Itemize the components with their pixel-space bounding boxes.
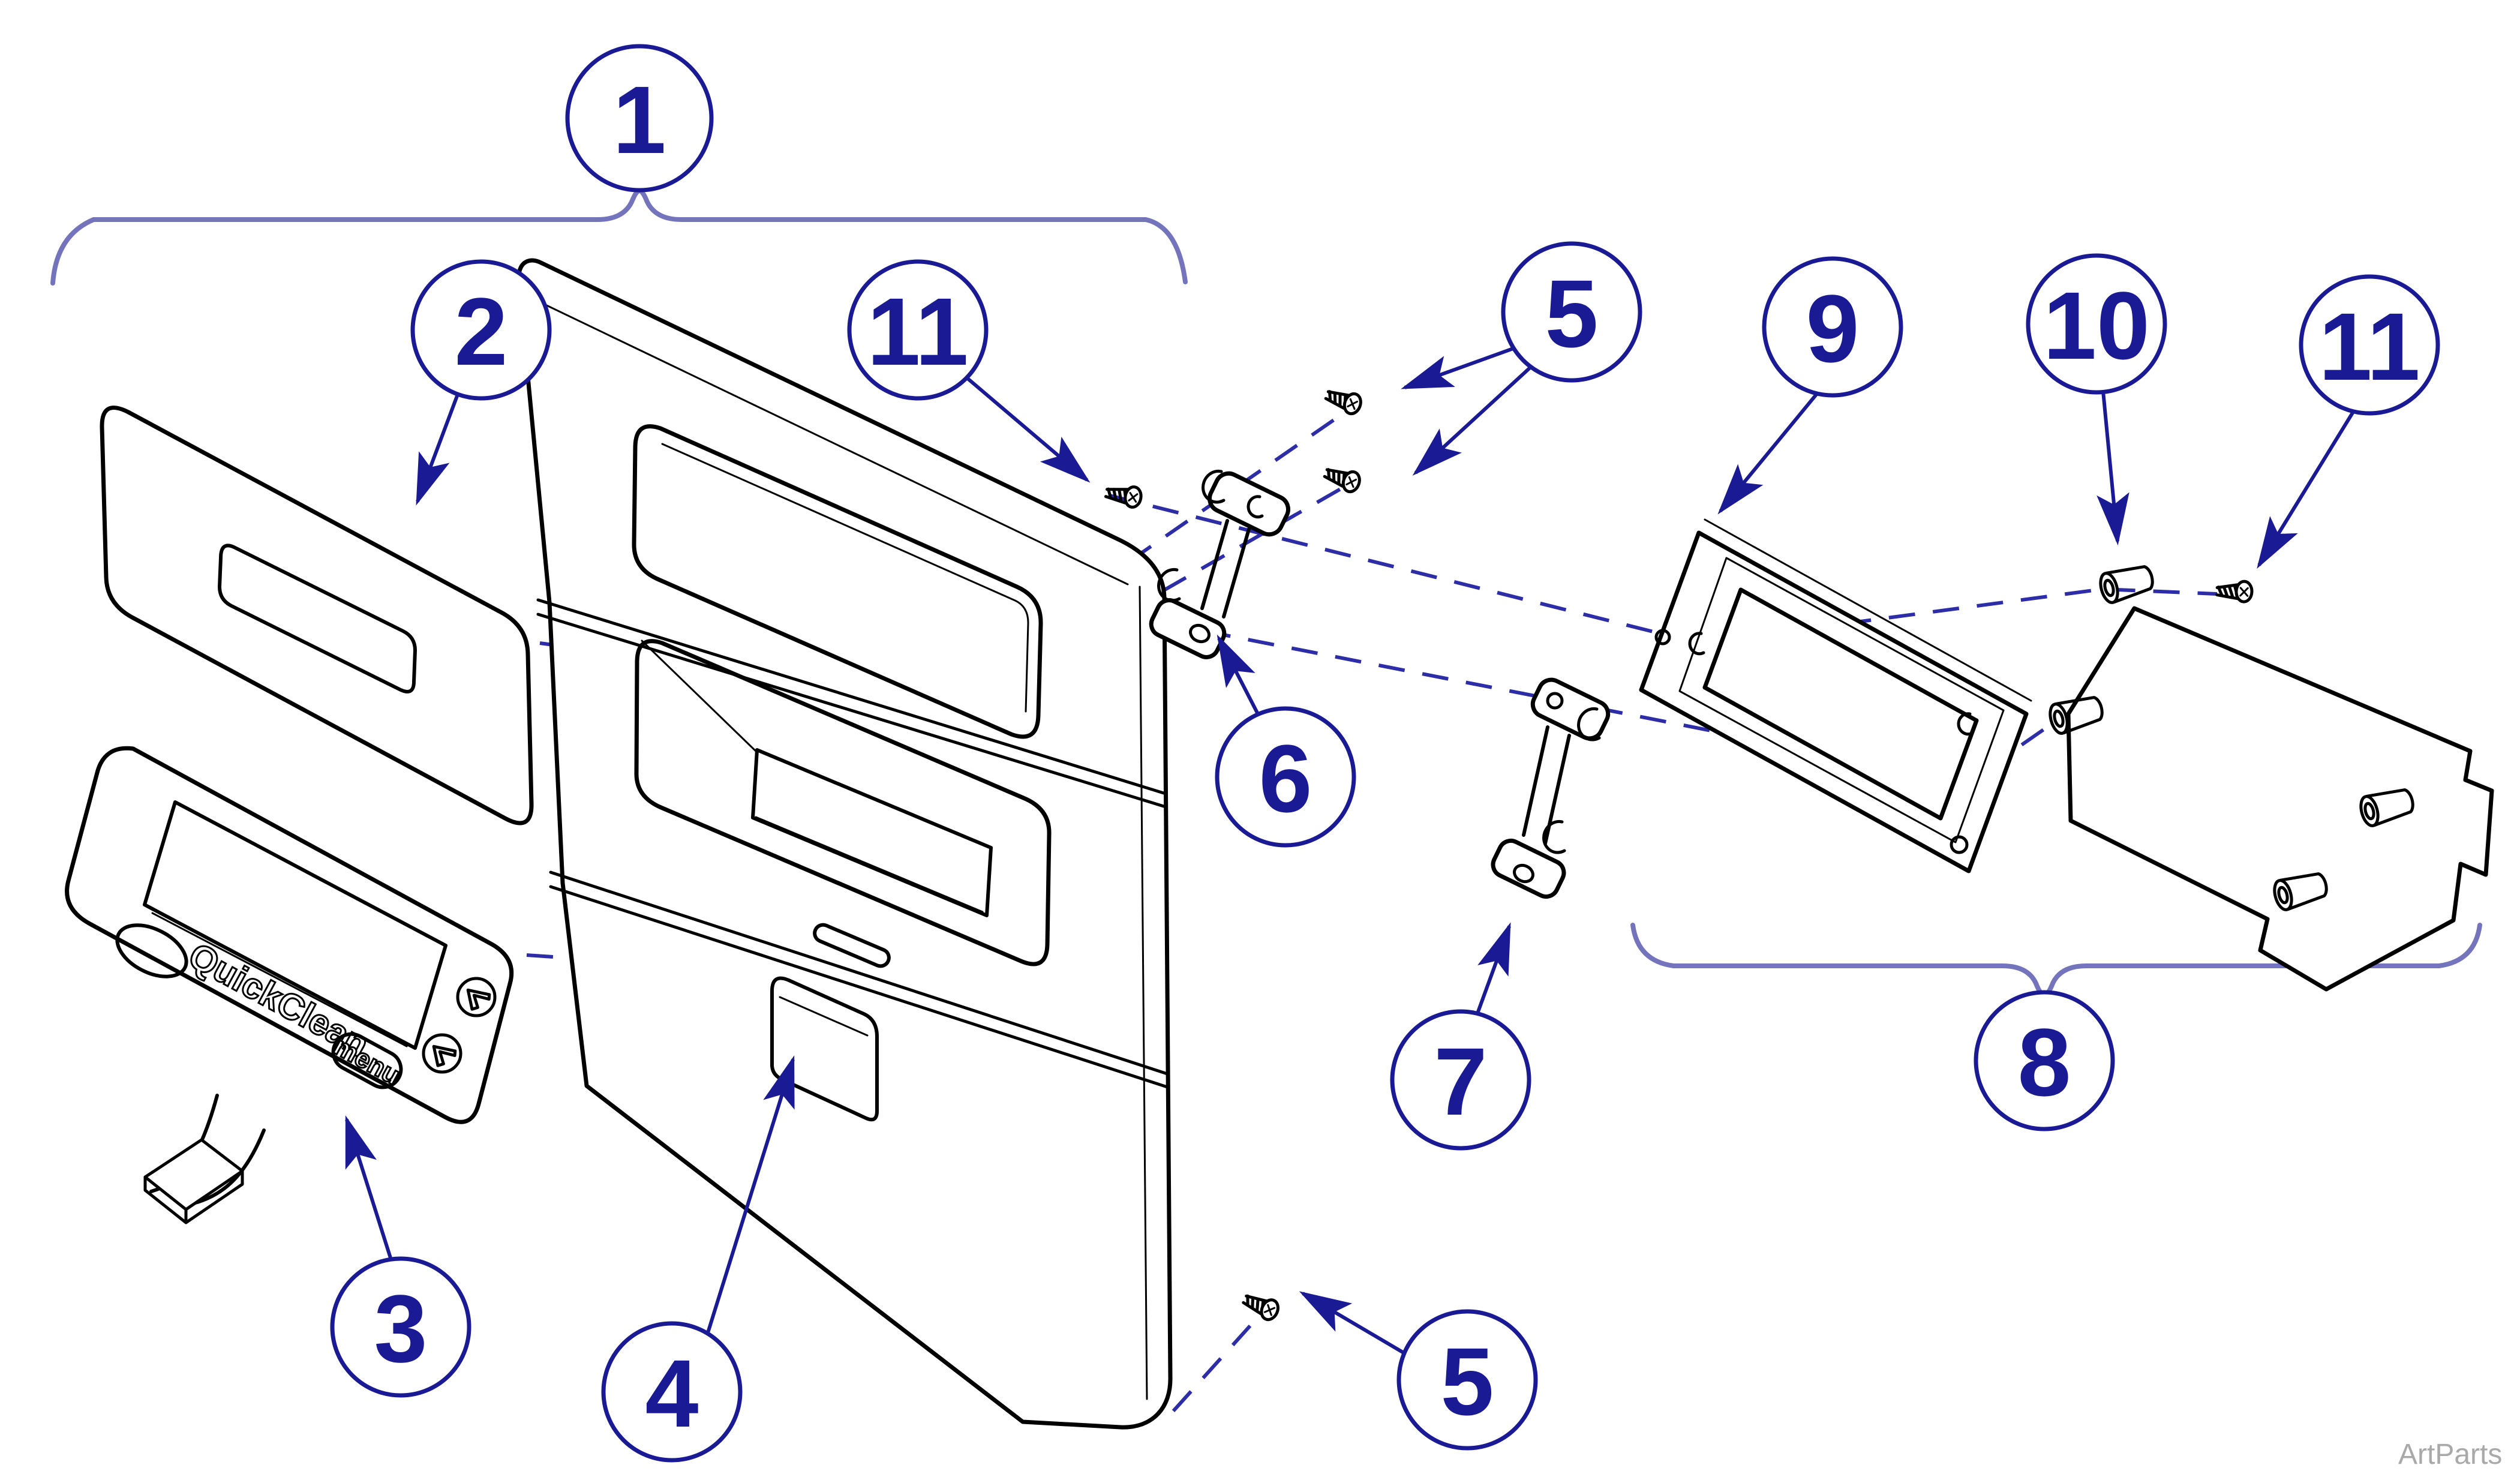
screw-11-left xyxy=(1105,482,1143,509)
screw-5-lower xyxy=(1323,463,1362,494)
lcd-window xyxy=(1702,587,1979,821)
callout-11-left: 11 xyxy=(847,259,989,401)
callout-2: 2 xyxy=(410,259,552,401)
screw-11-right xyxy=(2216,581,2252,602)
part-quickclean-overlay: QuickClean menu xyxy=(65,746,514,1224)
arrow-10 xyxy=(2097,391,2129,546)
overlay-ribbon-cable xyxy=(143,1094,266,1224)
arrow-4 xyxy=(705,1055,795,1337)
bracket6-ear-top xyxy=(1202,469,1226,504)
part-lcd-display xyxy=(1639,518,2032,873)
callout-9: 9 xyxy=(1762,256,1903,398)
part-hinge-bracket-left xyxy=(1149,469,1290,659)
housing-upper-window xyxy=(632,424,1043,739)
callout-8: 8 xyxy=(1974,990,2115,1131)
callout-11-right: 11 xyxy=(2299,274,2440,416)
svg-text:5: 5 xyxy=(1441,1328,1494,1435)
callout-7: 7 xyxy=(1390,1009,1531,1151)
artparts-watermark: ArtParts xyxy=(2398,1439,2502,1470)
svg-text:5: 5 xyxy=(1545,260,1599,367)
screw-5-upper xyxy=(1324,385,1363,416)
overlay-power-button xyxy=(115,923,188,978)
arrow-11-right xyxy=(2257,412,2354,569)
housing-display-cutout xyxy=(751,748,993,917)
svg-text:8: 8 xyxy=(2018,1008,2071,1116)
overlay-up-button xyxy=(456,977,497,1017)
arrow-5-bottom xyxy=(1299,1291,1412,1359)
arrow-7 xyxy=(1475,922,1511,1016)
housing-display-recess xyxy=(634,639,1052,966)
bracket7-ear-mid xyxy=(1542,819,1566,854)
callout-5-bottom: 5 xyxy=(1396,1309,1538,1451)
svg-text:4: 4 xyxy=(645,1340,699,1447)
part-circuit-board xyxy=(2047,562,2494,992)
panel2-display-window xyxy=(218,544,417,694)
svg-text:9: 9 xyxy=(1806,275,1860,382)
part-hinge-bracket-right xyxy=(1491,677,1611,899)
arrow-9 xyxy=(1717,392,1819,515)
svg-text:11: 11 xyxy=(2318,293,2420,400)
callout-6: 6 xyxy=(1215,706,1356,848)
svg-text:11: 11 xyxy=(867,278,968,385)
overlay-display-window xyxy=(143,800,447,1050)
svg-text:6: 6 xyxy=(1259,725,1312,832)
overlay-menu-button: menu xyxy=(328,1030,406,1091)
housing-handle-slot xyxy=(813,923,891,968)
arrow-5-top-b xyxy=(1412,363,1535,476)
callout-arrows xyxy=(345,343,2354,1359)
svg-text:3: 3 xyxy=(374,1275,428,1382)
bracket7-ear-top xyxy=(1577,707,1601,741)
callout-10: 10 xyxy=(2026,253,2167,395)
overlay-down-button xyxy=(422,1033,462,1074)
arrow-2 xyxy=(416,395,459,506)
leader-bottom-screw xyxy=(1172,1324,1252,1413)
arrow-3 xyxy=(345,1115,393,1260)
screw-5-bottom xyxy=(1241,1289,1281,1322)
housing-seam-lower xyxy=(549,870,1169,1089)
svg-text:10: 10 xyxy=(2043,272,2150,379)
part-main-housing xyxy=(516,258,1173,1430)
brace-group-1 xyxy=(50,188,1188,286)
callout-1: 1 xyxy=(565,44,714,193)
leader-main-axis-upper xyxy=(1109,494,2218,646)
callout-4: 4 xyxy=(601,1321,743,1463)
bracket6-ear-mid xyxy=(1157,568,1181,602)
arrow-11-left xyxy=(966,376,1091,483)
standoff-top-left xyxy=(2098,562,2156,605)
svg-text:7: 7 xyxy=(1434,1028,1488,1135)
callout-3: 3 xyxy=(330,1256,471,1398)
callout-5-top: 5 xyxy=(1501,241,1642,383)
part-blank-overlay-panel xyxy=(100,406,534,825)
arrow-6 xyxy=(1217,634,1261,719)
arrow-5-top-a xyxy=(1401,343,1526,389)
svg-text:2: 2 xyxy=(455,278,508,385)
svg-text:1: 1 xyxy=(613,66,666,173)
leader-main-axis-lower xyxy=(1204,629,2059,784)
